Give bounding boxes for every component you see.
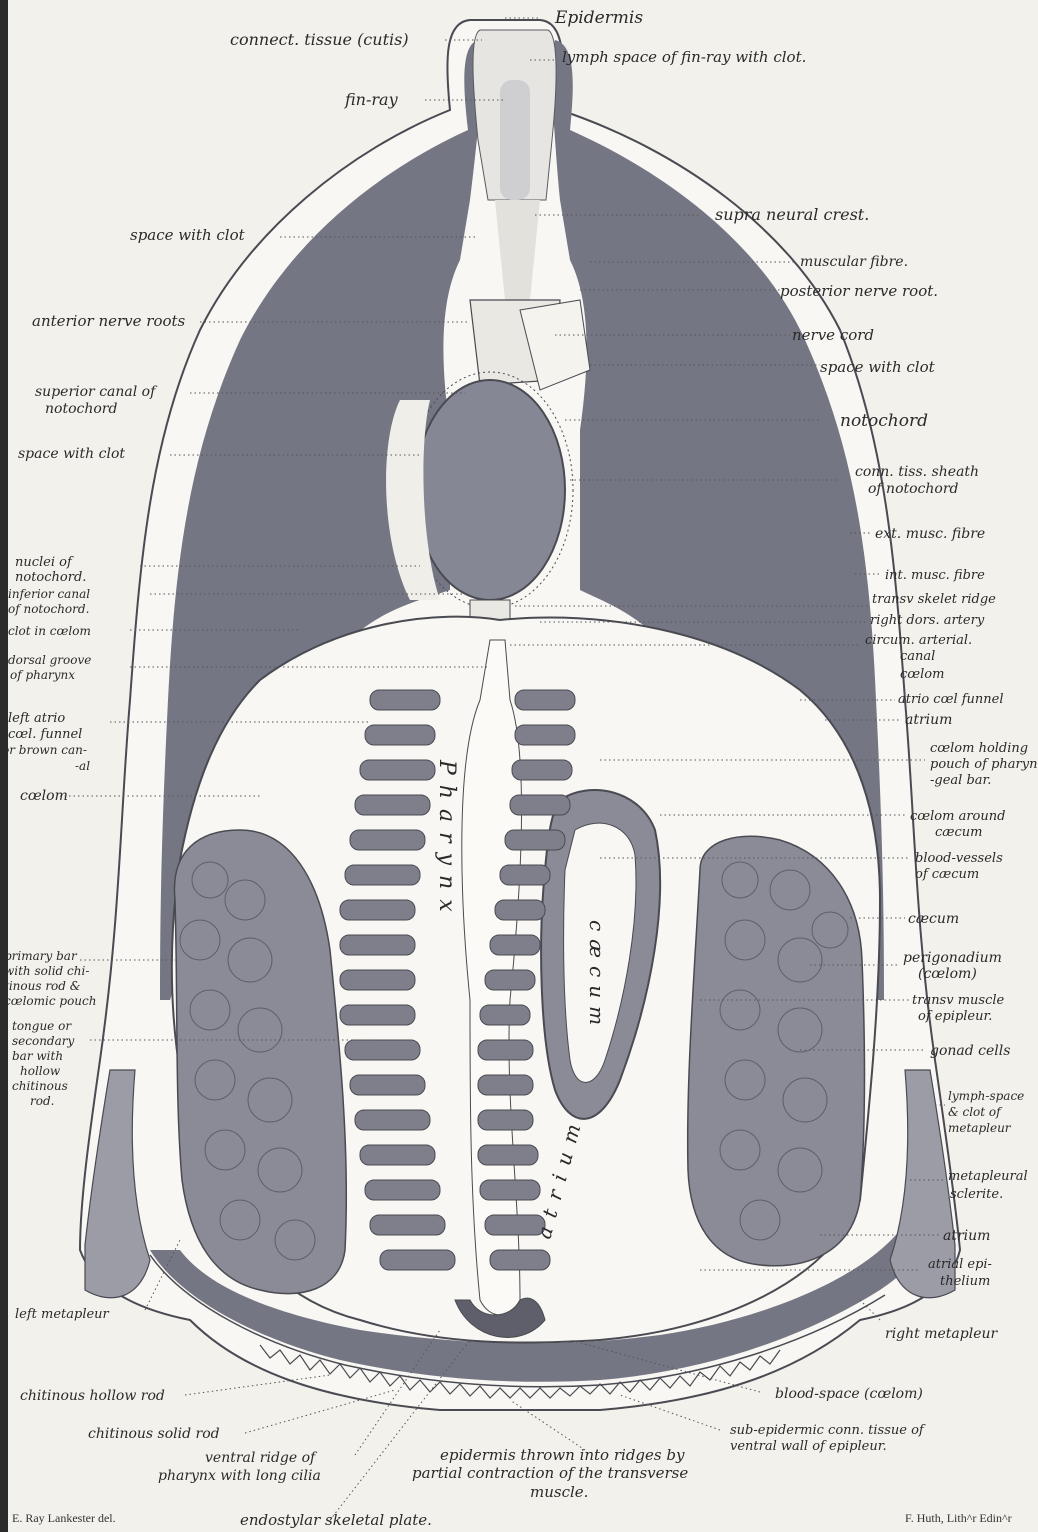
label-epidermis-ridges-2: partial contraction of the transverse [412, 1464, 688, 1482]
label-right-dors-artery: right dors. artery [870, 613, 985, 628]
fin-ray [500, 80, 530, 200]
label-left-metapleur: left metapleur [15, 1307, 110, 1322]
label-tongue-1: tongue or [12, 1019, 72, 1033]
label-primary-bar-4: cœlomic pouch [4, 994, 96, 1008]
label-endostylar: endostylar skeletal plate. [240, 1511, 432, 1529]
label-muscular-fibre: muscular fibre. [800, 254, 908, 270]
label-dorsal-groove-1: dorsal groove [8, 653, 91, 667]
label-atrial-epi-1: atrial epi- [928, 1257, 992, 1272]
label-caecum: cæcum [908, 911, 959, 927]
label-epidermis-ridges-3: muscle. [530, 1483, 588, 1501]
pharynx-inner-label: Pharynx [434, 759, 459, 922]
pharynx-region [172, 617, 880, 1343]
label-nuclei-notochord-1: nuclei of [15, 555, 74, 570]
label-right-metapleur: right metapleur [885, 1326, 998, 1342]
label-left-atrio-2: cœl. funnel [8, 727, 82, 742]
label-coelom-holding-1: cœlom holding [930, 741, 1028, 756]
label-atrium-right-2: atrium [943, 1228, 990, 1244]
label-primary-bar-2: with solid chi- [4, 964, 89, 978]
label-superior-canal-2: notochord [45, 401, 117, 417]
label-supra-neural-crest: supra neural crest. [715, 205, 869, 224]
label-clot-in-coelom: clot in cœlom [8, 624, 91, 638]
label-lymph-space-fin-ray: lymph space of fin-ray with clot. [562, 48, 806, 66]
label-epidermis-ridges-1: epidermis thrown into ridges by [440, 1446, 685, 1464]
label-transv-muscle-1: transv muscle [912, 993, 1005, 1008]
label-left-atrio-1: left atrio [8, 711, 65, 726]
label-nerve-cord: nerve cord [792, 326, 874, 344]
label-circum-arterial-1: circum. arterial. [865, 633, 972, 648]
label-metapleural-1: metapleural [948, 1169, 1028, 1184]
label-superior-canal-1: superior canal of [35, 384, 158, 400]
label-left-atrio-3: or brown can- [2, 743, 87, 757]
label-epidermis: Epidermis [554, 8, 643, 28]
label-ext-musc-fibre: ext. musc. fibre [875, 526, 985, 542]
label-coelom-around-2: cæcum [935, 825, 982, 840]
label-posterior-nerve-root: posterior nerve root. [780, 282, 938, 300]
label-lymph-space-meta-3: metapleur [948, 1121, 1012, 1135]
right-gonad [688, 836, 865, 1265]
label-primary-bar-3: tinous rod & [4, 979, 81, 993]
lithographer-credit: F. Huth, Lith^r Edin^r [905, 1511, 1012, 1525]
label-tongue-2: secondary [12, 1034, 75, 1048]
label-connect-tissue: connect. tissue (cutis) [230, 30, 409, 49]
label-anterior-nerve-roots: anterior nerve roots [32, 312, 186, 330]
label-atrio-coel-funnel: atrio cœl funnel [898, 692, 1004, 707]
label-conn-tiss-sheath-2: of notochord [868, 481, 959, 497]
label-tongue-3: bar with [12, 1049, 63, 1063]
label-sub-epidermic-1: sub-epidermic conn. tissue of [730, 1423, 926, 1438]
label-perigonadium-2: (cœlom) [918, 966, 977, 982]
label-lymph-space-meta-1: lymph-space [948, 1089, 1024, 1103]
label-sub-epidermic-2: ventral wall of epipleur. [730, 1439, 887, 1454]
label-lymph-space-meta-2: & clot of [948, 1105, 1003, 1119]
label-transv-muscle-2: of epipleur. [918, 1009, 992, 1024]
label-blood-space: blood-space (cœlom) [775, 1386, 923, 1402]
label-atrium-right-1: atrium [905, 712, 952, 728]
label-primary-bar-1: primary bar [4, 949, 78, 963]
label-left-atrio-4: -al [75, 759, 90, 773]
label-space-with-clot-top: space with clot [130, 226, 246, 244]
label-circum-arterial-2: canal [900, 649, 935, 664]
label-coelom-around-1: cœlom around [910, 809, 1005, 824]
label-int-musc-fibre: int. musc. fibre [885, 568, 985, 583]
label-circum-arterial-3: cœlom [900, 667, 944, 682]
label-perigonadium-1: perigonadium [903, 950, 1002, 966]
label-ventral-ridge-2: pharynx with long cilia [158, 1468, 321, 1484]
label-coelom-left: cœlom [20, 788, 68, 804]
label-inferior-canal-1: inferior canal [8, 587, 90, 601]
label-transv-skelet-ridge: transv skelet ridge [872, 592, 996, 607]
label-nuclei-notochord-2: notochord. [15, 570, 86, 585]
label-chitinous-hollow-rod: chitinous hollow rod [20, 1388, 165, 1404]
label-inferior-canal-2: of notochord. [8, 602, 89, 616]
label-conn-tiss-sheath-1: conn. tiss. sheath [855, 464, 979, 480]
label-tongue-6: rod. [30, 1094, 54, 1108]
plate-edge [0, 0, 8, 1532]
caecum-inner-label: cæcum [585, 920, 609, 1033]
label-dorsal-groove-2: of pharynx [10, 668, 75, 682]
label-tongue-4: hollow [20, 1064, 61, 1078]
label-notochord-right: notochord [840, 411, 928, 431]
label-metapleural-2: sclerite. [950, 1187, 1003, 1202]
label-gonad-cells: gonad cells [930, 1043, 1010, 1059]
label-blood-vessels-1: blood-vessels [915, 851, 1003, 866]
notochord [415, 380, 565, 600]
label-atrial-epi-2: thelium [940, 1274, 990, 1289]
label-blood-vessels-2: of cæcum [915, 867, 979, 882]
label-space-with-clot-left: space with clot [18, 446, 125, 462]
artist-credit: E. Ray Lankester del. [12, 1511, 116, 1525]
label-tongue-5: chitinous [12, 1079, 68, 1093]
label-coelom-holding-2: pouch of pharyn- [930, 757, 1038, 772]
label-coelom-holding-3: -geal bar. [930, 773, 991, 788]
label-fin-ray: fin-ray [344, 90, 399, 109]
label-ventral-ridge-1: ventral ridge of [205, 1450, 318, 1466]
label-chitinous-solid-rod: chitinous solid rod [88, 1426, 220, 1442]
label-space-with-clot-right: space with clot [820, 358, 936, 376]
